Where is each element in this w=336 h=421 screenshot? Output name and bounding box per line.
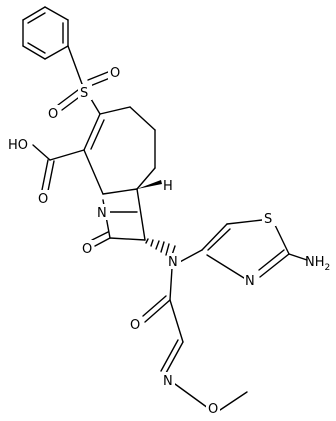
bond (165, 341, 184, 374)
bond (44, 6, 69, 21)
bond (219, 391, 248, 411)
wedge-bond (137, 180, 162, 189)
amide-nitrogen-label: N (168, 255, 178, 270)
bond (87, 71, 109, 81)
sulfonyl-oxygen-right-label: O (110, 66, 120, 81)
bond (99, 106, 131, 115)
atom-labels: S O O HO O N H O N S N NH2 O N O (6, 64, 330, 417)
bond (274, 224, 290, 255)
bond (150, 239, 154, 247)
bond (136, 167, 156, 190)
bond (206, 254, 245, 279)
bond (27, 42, 46, 54)
oxime-oxygen-label: O (208, 402, 218, 417)
bond (136, 188, 146, 241)
bond (57, 89, 79, 106)
thiazole-sulfur-label: S (264, 212, 272, 227)
bond (129, 106, 156, 131)
carboxyl-oxygen-label: O (38, 192, 48, 207)
amino-group-label: NH2 (305, 255, 330, 273)
bond (145, 238, 149, 244)
sulfonyl-group (57, 45, 111, 115)
bond (32, 144, 51, 161)
bond (288, 253, 308, 261)
bond (201, 223, 228, 251)
carboxyl-hydroxyl-label: HO (8, 138, 28, 153)
bond (41, 159, 49, 191)
bond (89, 77, 111, 87)
bond (44, 45, 69, 60)
bond (83, 149, 104, 195)
amide-bonds (142, 249, 248, 411)
bond (160, 241, 165, 253)
bridgehead-hydrogen-label: H (163, 179, 173, 194)
bond (169, 267, 173, 301)
bond (49, 149, 85, 161)
sulfonyl-sulfur-label: S (80, 86, 88, 101)
bond (94, 237, 111, 247)
bond (22, 45, 46, 60)
bond (109, 237, 146, 241)
carboxylic-acid (32, 144, 85, 192)
bond (155, 240, 160, 250)
bond (67, 45, 83, 85)
phenyl-ring (22, 6, 69, 60)
thiazole-nitrogen-label: N (245, 274, 255, 289)
bond (90, 119, 105, 150)
bond (47, 160, 55, 192)
amino-subscript: 2 (325, 263, 331, 273)
bond (144, 299, 171, 323)
bond (27, 12, 46, 24)
bond (160, 339, 179, 372)
hashed-wedge-bond (145, 238, 176, 259)
bond (259, 253, 290, 278)
bond (169, 299, 184, 343)
bond (165, 243, 170, 256)
bond (226, 219, 263, 225)
bond (102, 188, 138, 195)
bond (174, 383, 209, 409)
oxime-nitrogen-label: N (163, 374, 173, 389)
ring-nitrogen-label: N (97, 206, 107, 221)
bond (207, 228, 231, 251)
bond (22, 6, 46, 21)
thiazole-ring (201, 219, 308, 279)
bond (83, 113, 101, 151)
sulfonyl-oxygen-left-label: O (48, 107, 58, 122)
bond (258, 249, 285, 271)
dihydro-ring (83, 106, 156, 195)
lactam-oxygen-label: O (82, 242, 92, 257)
bond (142, 295, 167, 317)
acyl-oxygen-label: O (130, 318, 140, 333)
bond (91, 231, 109, 241)
